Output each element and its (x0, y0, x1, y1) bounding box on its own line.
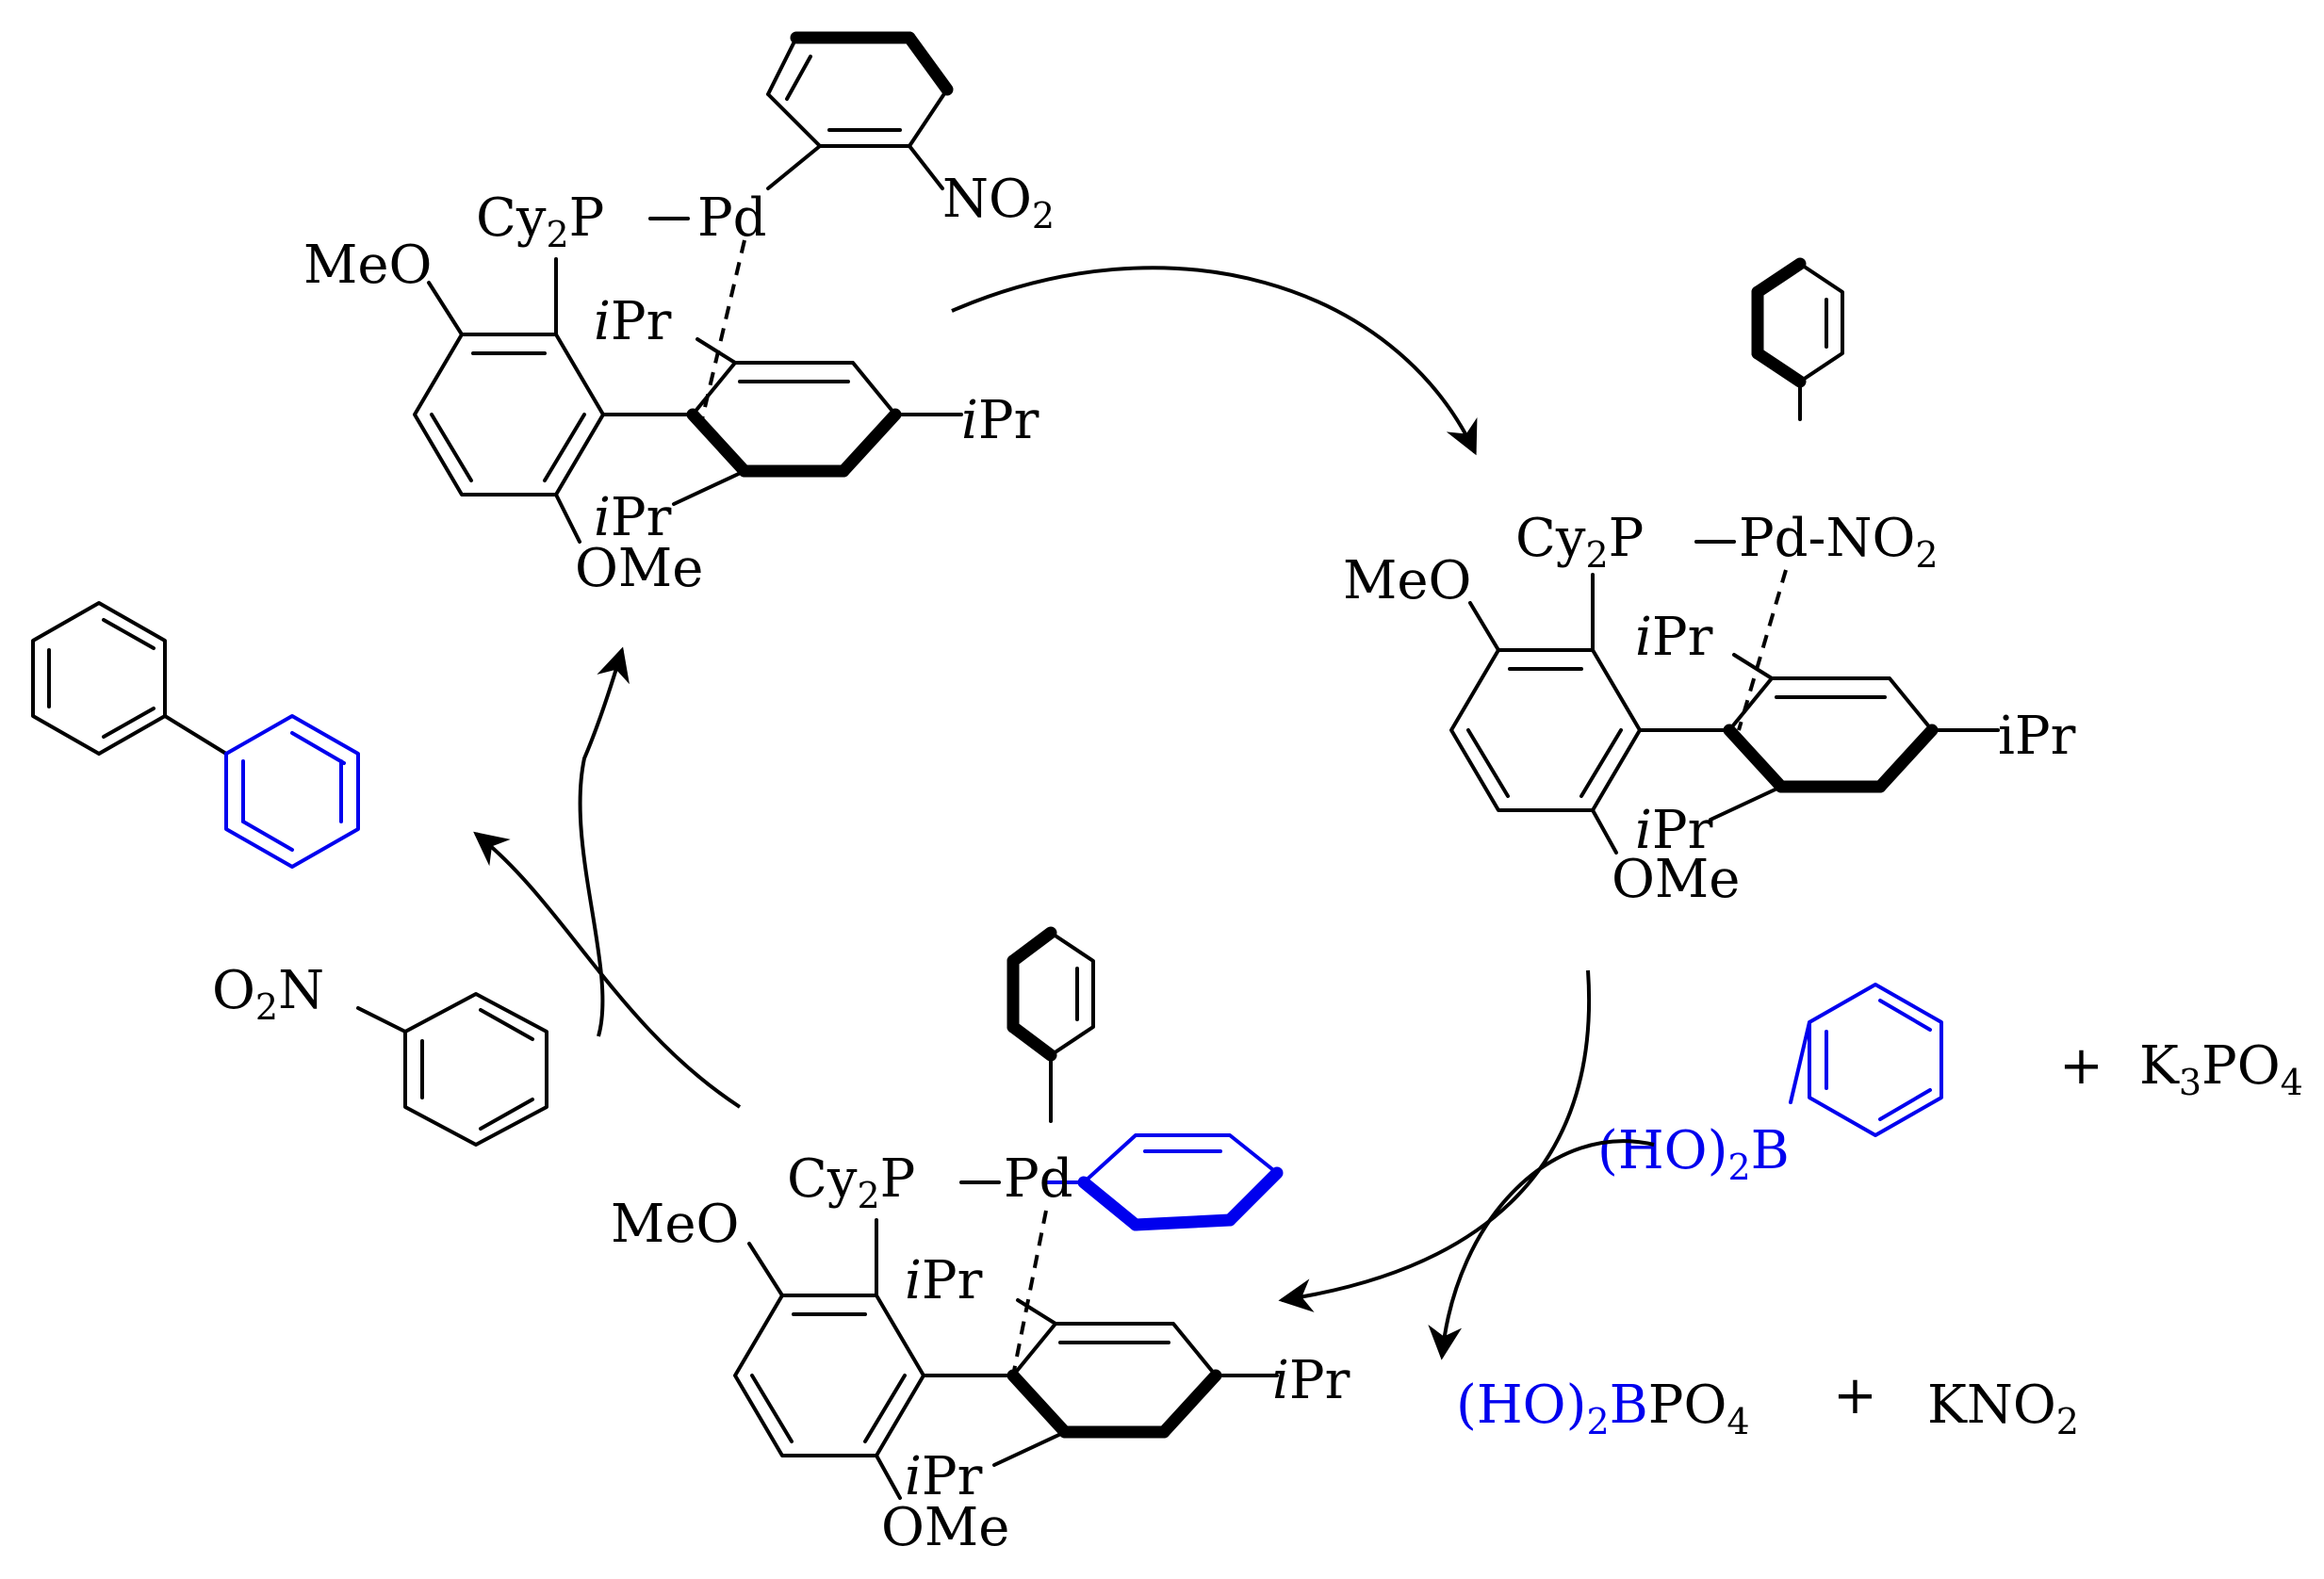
right-ipr-lower: iPr (1635, 800, 1713, 861)
top-anisole-ring (413, 257, 695, 544)
top-no2-label: NO2 (942, 169, 1055, 236)
arrow-right-to-bottom (1278, 969, 1592, 1312)
bottom-ipr-para: iPr (1272, 1350, 1350, 1411)
complex-right: Cy2P Pd-NO2 MeO OMe iPr iPr iPr (1343, 257, 2076, 910)
top-ome-label: OMe (575, 538, 703, 599)
arrow-nitrobenzene-to-top (578, 646, 630, 1037)
nitrobenzene-substrate: O2N (212, 960, 548, 1147)
arrow-top-to-right (951, 266, 1478, 456)
biphenyl-product (31, 601, 360, 869)
right-trip-ring (1709, 653, 2000, 822)
right-pd-arene-interaction (1737, 569, 1788, 731)
top-nitrophenyl-ring (766, 31, 954, 190)
bottom-pd-label: Pd (1004, 1148, 1073, 1210)
arrow-boronic-to-byproducts (1428, 1139, 1655, 1360)
plus-sign-reagents: + (2059, 1035, 2103, 1097)
byproduct-boron-label: (HO)2BPO4 (1456, 1375, 1750, 1442)
bottom-phenyl-on-pd (1007, 926, 1095, 1123)
base-label: K3PO4 (2139, 1035, 2303, 1103)
top-ipr-upper: iPr (594, 291, 672, 352)
complex-top: Cy2P Pd NO2 MeO OMe iPr iPr iPr (303, 31, 1055, 599)
right-ome-label: OMe (1612, 849, 1740, 910)
bottom-ipr-lower: iPr (905, 1446, 983, 1507)
bottom-meo-label: MeO (611, 1194, 739, 1255)
nitro-label: O2N (212, 960, 324, 1028)
bottom-phosphine-label: Cy2P (787, 1148, 915, 1216)
phenylboronic-acid: (HO)2B (1597, 983, 1943, 1188)
bottom-pd-arene-interaction (1011, 1210, 1048, 1376)
top-phosphine-label: Cy2P (476, 187, 604, 255)
right-meo-label: MeO (1343, 550, 1471, 611)
right-ipr-upper: iPr (1635, 607, 1713, 668)
bottom-ome-label: OMe (881, 1497, 1009, 1558)
right-ipr-para: iPr (1998, 706, 2076, 767)
bottom-anisole-ring (733, 1218, 1015, 1500)
top-ipr-lower: iPr (594, 487, 672, 548)
bottom-ipr-upper: iPr (905, 1250, 983, 1311)
right-phenyl-on-pd (1751, 257, 1844, 421)
bottom-trip-ring (992, 1298, 1279, 1467)
byproduct-kno2-label: KNO2 (1927, 1375, 2079, 1442)
right-phosphine-label: Cy2P (1515, 508, 1644, 576)
arrow-to-biphenyl (473, 831, 742, 1109)
boronic-label: (HO)2B (1597, 1120, 1790, 1188)
right-pd-label: Pd-NO2 (1739, 508, 1939, 576)
top-meo-label: MeO (303, 235, 432, 296)
plus-sign-byproducts: + (1833, 1365, 1877, 1426)
bottom-blue-phenyl (1044, 1133, 1284, 1231)
right-anisole-ring (1449, 573, 1731, 855)
top-ipr-para: iPr (961, 390, 1039, 451)
biphenyl-blue-ring (224, 714, 360, 869)
top-pd-label: Pd (697, 187, 767, 249)
top-pd-arene-interaction (700, 239, 746, 420)
complex-bottom: Cy2P Pd MeO OMe iPr iPr iPr (611, 926, 1350, 1558)
top-trip-ring (672, 337, 963, 506)
